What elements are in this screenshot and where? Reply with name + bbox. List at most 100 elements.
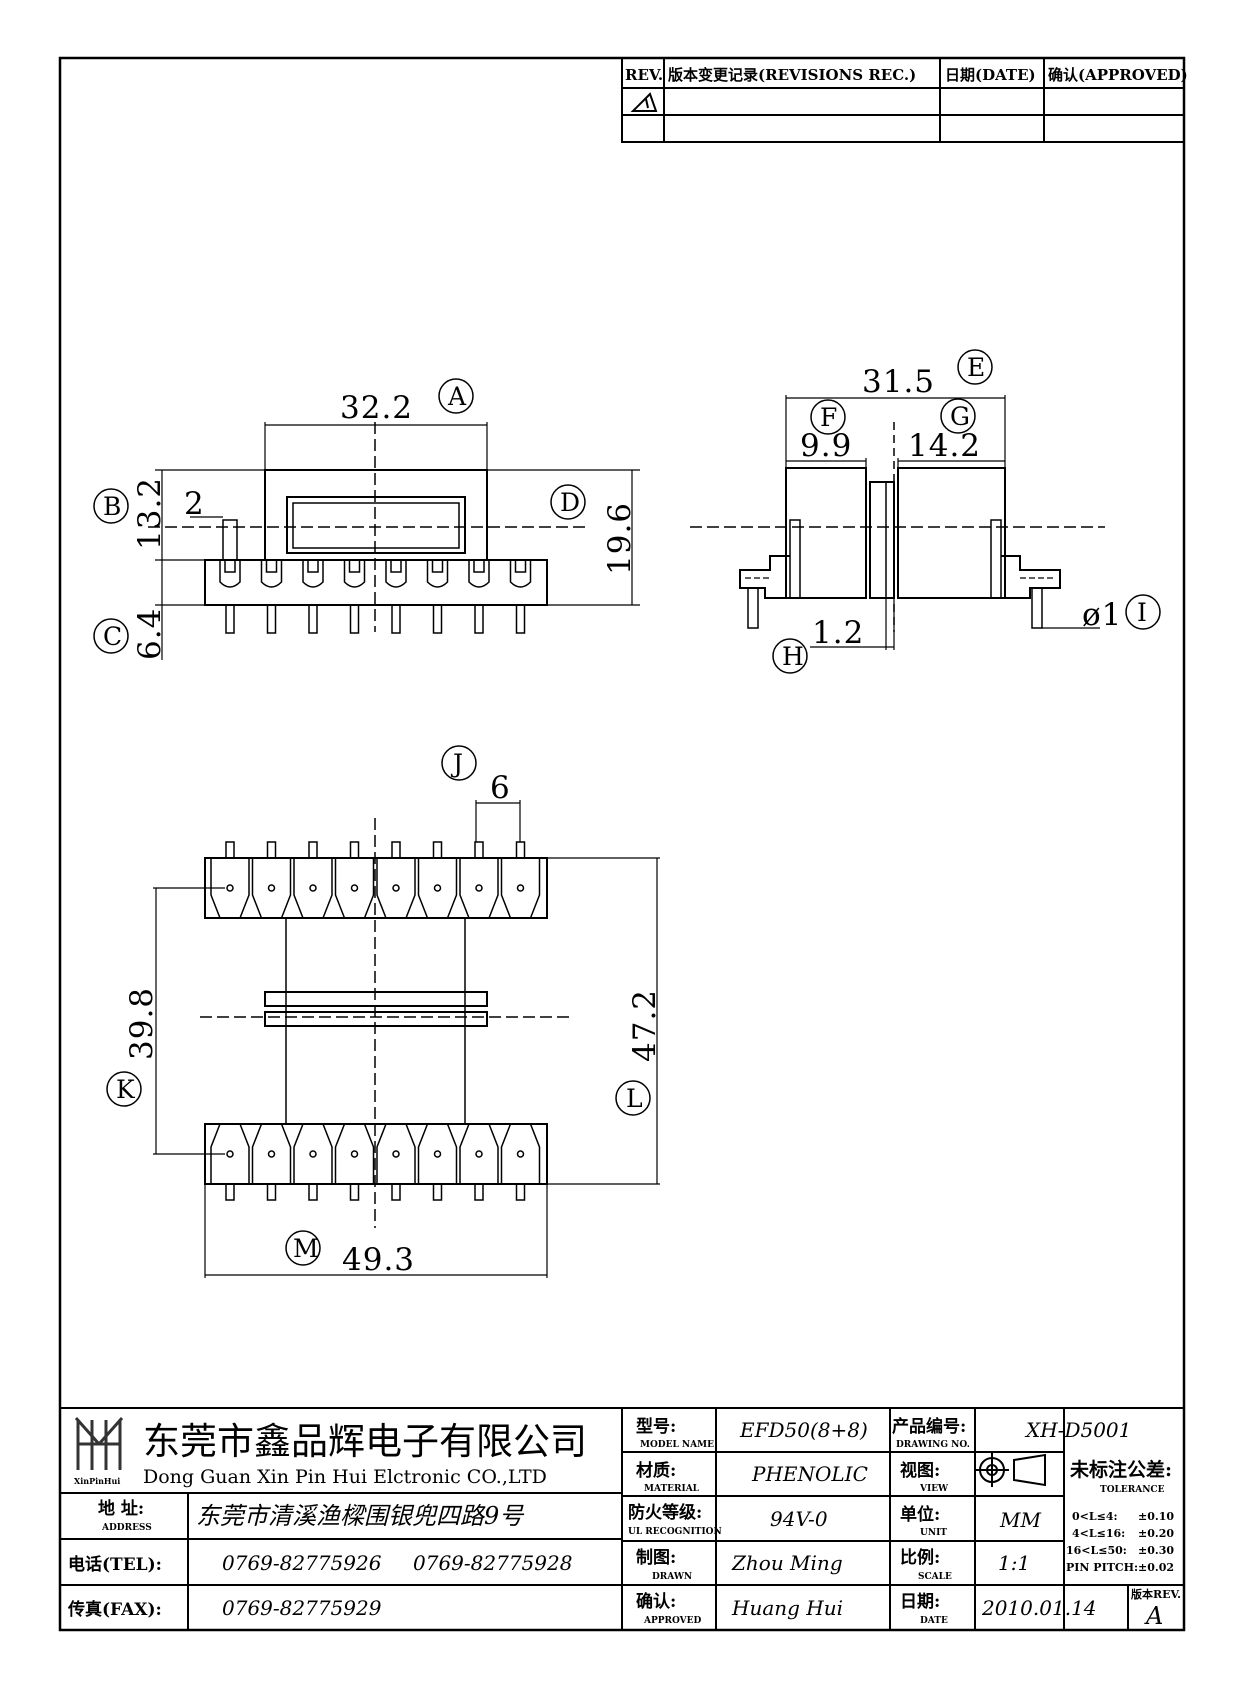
drawing-no-label-en: DRAWING NO.: [896, 1440, 970, 1450]
top-pin-slot: [334, 858, 375, 919]
front-pin-notch: [468, 560, 490, 588]
dim-g-value: 14.2: [908, 428, 981, 464]
approved-label-en: APPROVED: [643, 1616, 702, 1626]
bottom-pin: [266, 1183, 277, 1201]
tolerance-label-en: TOLERANCE: [1100, 1485, 1165, 1495]
date-value: 2010.01.14: [981, 1596, 1097, 1620]
model-label-en: MODEL NAME: [640, 1440, 714, 1450]
dim-b-value: 13.2: [132, 477, 168, 550]
version-label: 版本REV.: [1131, 1587, 1181, 1601]
top-pin-hole: [433, 884, 442, 892]
front-pin-notch: [219, 560, 241, 588]
bottom-pin-slot: [293, 1123, 333, 1184]
front-view: [148, 422, 585, 632]
front-pin: [391, 604, 401, 634]
address-value: 东莞市清溪渔樑围银兜四路9号: [196, 1502, 525, 1530]
label-g-circle: [940, 398, 976, 434]
scale-value: 1:1: [998, 1551, 1030, 1575]
top-pin-hole: [226, 884, 234, 892]
top-pin: [349, 841, 360, 859]
top-pin-slot: [417, 858, 458, 919]
company-name-cn: 东莞市鑫品辉电子有限公司: [143, 1420, 587, 1463]
material-value: PHENOLIC: [751, 1462, 868, 1486]
dim-d-value: 19.6: [602, 502, 638, 575]
front-pin: [308, 604, 318, 634]
top-pin-hole: [392, 884, 400, 892]
drawn-label: 制图:: [636, 1547, 676, 1568]
fax-value: 0769-82775929: [222, 1596, 382, 1620]
bottom-pin-hole: [226, 1150, 234, 1158]
bottom-pin-hole: [392, 1150, 400, 1158]
dim-i-value: ø1: [1082, 597, 1122, 633]
bottom-pin: [225, 1183, 235, 1201]
dim-e-value: 31.5: [862, 364, 935, 400]
top-pin-hole: [475, 884, 483, 892]
tel-label: 电话(TEL):: [68, 1554, 162, 1575]
bottom-pin-hole: [475, 1150, 483, 1158]
label-i-circle: [1125, 594, 1161, 630]
top-pin-slot: [500, 858, 541, 919]
label-g: G: [950, 402, 970, 431]
tolerance-range: PIN PITCH:: [1066, 1561, 1138, 1574]
model-value: EFD50(8+8): [739, 1418, 868, 1442]
bottom-pin-slot: [459, 1123, 499, 1184]
top-pin-slot: [376, 858, 416, 919]
front-pin: [225, 604, 235, 634]
dim-h-value: 1.2: [812, 615, 864, 651]
label-j: J: [450, 749, 463, 778]
material-label-en: MATERIAL: [644, 1484, 700, 1494]
label-m: M: [293, 1234, 319, 1263]
top-pin: [308, 841, 318, 859]
sheet-border: [58, 56, 1186, 1632]
label-k-circle: [106, 1071, 142, 1107]
fire-label: 防火等级:: [628, 1502, 702, 1523]
side-view-dimensions: [785, 395, 1100, 650]
top-pin-slot: [293, 858, 333, 919]
label-a-circle: [438, 378, 474, 414]
projection-symbol-icon: [975, 1453, 1046, 1487]
company-name-en: Dong Guan Xin Pin Hui Elctronic CO.,LTD: [143, 1466, 547, 1488]
unit-label: 单位:: [900, 1504, 940, 1525]
unit-label-en: UNIT: [920, 1528, 947, 1538]
bottom-pin: [391, 1183, 401, 1201]
bottom-pin: [515, 1183, 526, 1201]
side-view: [690, 422, 1105, 632]
front-pin: [474, 604, 484, 634]
label-b-circle: [93, 488, 129, 524]
front-pin-socket: [431, 559, 444, 573]
front-pin-notch: [509, 560, 532, 588]
label-a: A: [447, 382, 467, 411]
fire-value: 94V-0: [770, 1507, 828, 1531]
drawing-no-label: 产品编号:: [892, 1416, 966, 1437]
top-pin: [474, 841, 484, 859]
tolerance-range: 16<L≤50:: [1066, 1544, 1127, 1557]
top-pin: [515, 841, 526, 859]
bottom-pin-slot: [334, 1123, 375, 1184]
tolerance-value: ±0.10: [1138, 1510, 1174, 1523]
front-pin-notch: [302, 560, 324, 588]
top-pin: [391, 841, 401, 859]
unit-value: MM: [999, 1508, 1041, 1532]
top-pin-slot: [210, 858, 250, 919]
label-f: F: [820, 403, 837, 432]
bottom-pin-slot: [417, 1123, 458, 1184]
tolerance-label: 未标注公差:: [1069, 1458, 1172, 1481]
scale-label: 比例:: [900, 1547, 940, 1568]
label-h: H: [782, 642, 804, 671]
top-view-dimensions: [153, 800, 660, 1278]
front-view-dimensions: [155, 422, 640, 660]
top-pin: [225, 841, 235, 859]
label-f-circle: [810, 399, 846, 435]
label-e: E: [967, 353, 985, 382]
fax-label: 传真(FAX):: [67, 1599, 162, 1620]
date-header: 日期(DATE): [945, 66, 1036, 84]
tel-value-2: 0769-82775928: [413, 1551, 572, 1575]
tolerance-range: 4<L≤16:: [1072, 1527, 1125, 1540]
dim-j-value: 6: [490, 770, 511, 806]
view-label-en: VIEW: [919, 1484, 949, 1494]
front-pin-socket: [348, 559, 361, 573]
front-pin: [266, 604, 277, 634]
front-pin-socket: [390, 559, 402, 573]
label-l-circle: [615, 1080, 651, 1116]
company-logo: [74, 1417, 124, 1470]
